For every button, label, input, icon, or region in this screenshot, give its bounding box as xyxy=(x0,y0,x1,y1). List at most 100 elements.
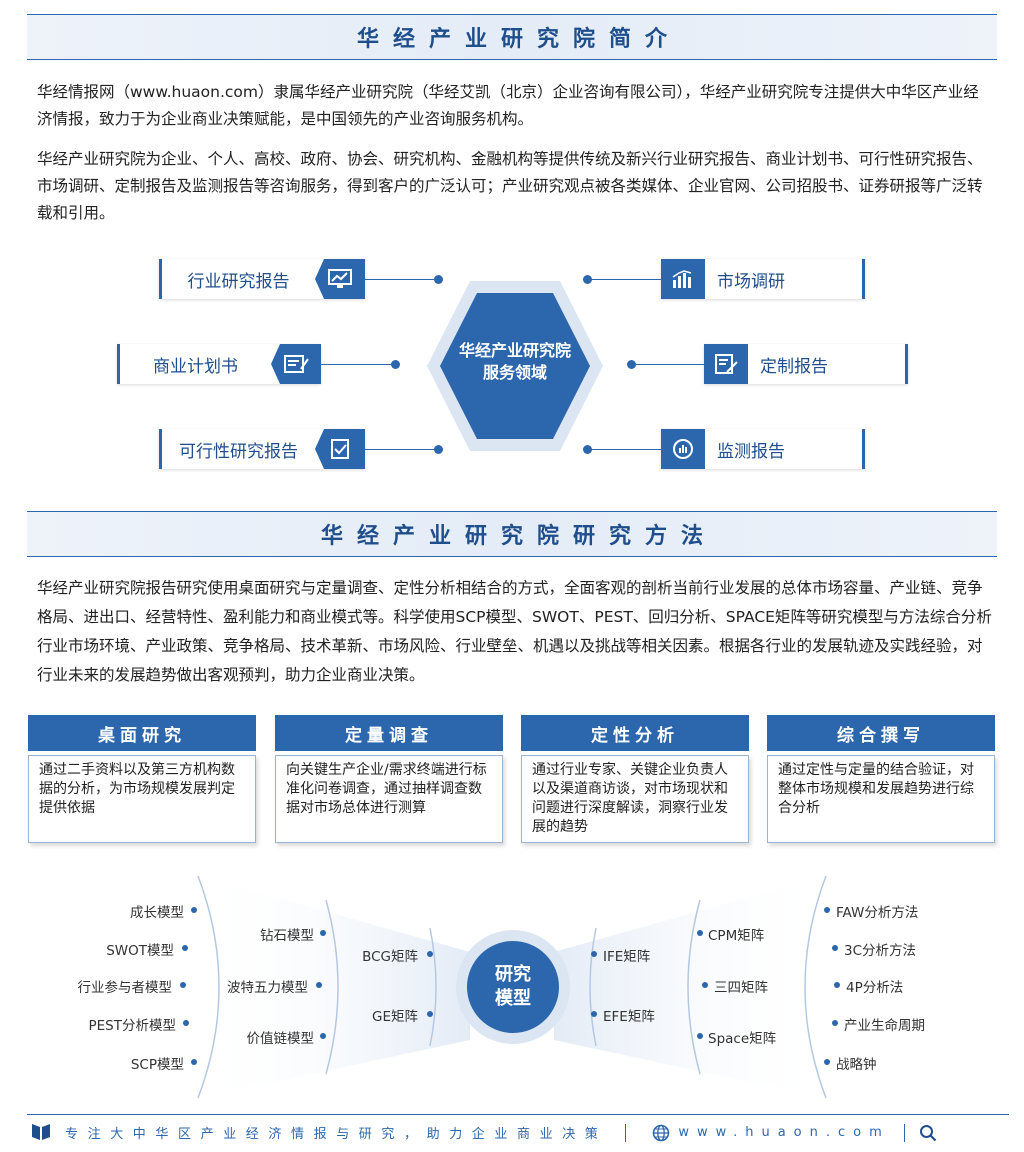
book-logo-icon xyxy=(31,1121,51,1145)
service-business-plan[interactable]: 商业计划书 xyxy=(117,344,321,384)
connector-line xyxy=(321,364,395,365)
methods-title: 华经产业研究院研究方法 xyxy=(320,524,717,549)
model-dot xyxy=(320,1033,326,1039)
model-dot xyxy=(316,982,322,988)
connector-line xyxy=(365,449,438,450)
model-item: BCG矩阵 xyxy=(362,949,418,965)
model-dot xyxy=(182,945,188,951)
model-item: 钻石模型 xyxy=(260,928,314,944)
connector-dot xyxy=(583,445,592,454)
model-item: 3C分析方法 xyxy=(844,943,917,959)
method-card-synthesis: 综合撰写 通过定性与定量的结合验证，对整体市场规模和发展趋势进行综合分析 xyxy=(767,715,995,843)
models-background xyxy=(197,875,827,1099)
search-icon[interactable] xyxy=(919,1124,937,1142)
gauge-icon xyxy=(661,429,705,469)
globe-icon xyxy=(652,1124,670,1142)
model-dot xyxy=(591,951,597,957)
service-center-line1: 华经产业研究院 xyxy=(458,341,571,360)
service-label: 商业计划书 xyxy=(153,356,238,377)
service-label: 监测报告 xyxy=(717,441,785,462)
service-label: 可行性研究报告 xyxy=(179,441,298,462)
connector-dot xyxy=(434,275,443,284)
model-item: 三四矩阵 xyxy=(714,980,768,996)
intro-paragraph-1: 华经情报网（www.huaon.com）隶属华经产业研究院（华经艾凯（北京）企业… xyxy=(37,83,979,128)
model-dot xyxy=(183,1020,189,1026)
model-item: 价值链模型 xyxy=(246,1031,315,1047)
service-market-research[interactable]: 市场调研 xyxy=(661,259,865,299)
model-dot xyxy=(832,1020,838,1026)
form-pen-icon xyxy=(271,344,321,384)
method-card-title: 定性分析 xyxy=(521,715,749,751)
service-center-line2: 服务领域 xyxy=(482,363,547,382)
connector-line xyxy=(587,279,661,280)
service-industry-report[interactable]: 行业研究报告 xyxy=(159,259,365,299)
model-dot xyxy=(191,907,197,913)
model-item: FAW分析方法 xyxy=(836,905,919,921)
method-card-title: 定量调查 xyxy=(275,715,503,751)
methods-paragraph: 华经产业研究院报告研究使用桌面研究与定量调查、定性分析相结合的方式，全面客观的剖… xyxy=(37,579,992,684)
model-item: EFE矩阵 xyxy=(603,1009,655,1025)
document-edit-icon xyxy=(704,344,748,384)
service-center-label: 华经产业研究院 服务领域 xyxy=(425,340,605,384)
intro-section-header: 华经产业研究院简介 xyxy=(27,14,997,60)
model-item: 产业生命周期 xyxy=(844,1018,925,1034)
bar-chart-icon xyxy=(661,259,705,299)
model-item: SWOT模型 xyxy=(106,943,174,959)
intro-title: 华经产业研究院简介 xyxy=(356,27,681,52)
intro-paragraph-2: 华经产业研究院为企业、个人、高校、政府、协会、研究机构、金融机构等提供传统及新兴… xyxy=(37,150,983,222)
footer-slogan: 专注大中华区产业经济情报与研究，助力企业商业决策 xyxy=(65,1127,608,1142)
footer-website-link[interactable]: www.huaon.com xyxy=(678,1125,890,1140)
method-card-quantitative: 定量调查 向关键生产企业/需求终端进行标准化问卷调查，通过抽样调查数据对市场总体… xyxy=(275,715,503,843)
model-dot xyxy=(191,1059,197,1065)
connector-line xyxy=(631,364,704,365)
model-dot xyxy=(591,1011,597,1017)
connector-dot xyxy=(627,360,636,369)
service-feasibility-report[interactable]: 可行性研究报告 xyxy=(159,429,365,469)
method-card-title: 综合撰写 xyxy=(767,715,995,751)
models-center-label: 研究 模型 xyxy=(463,963,563,1011)
model-item: 成长模型 xyxy=(130,905,184,921)
model-item: PEST分析模型 xyxy=(88,1018,177,1034)
model-item: IFE矩阵 xyxy=(603,949,651,965)
service-label: 市场调研 xyxy=(717,271,785,292)
footer: 专注大中华区产业经济情报与研究，助力企业商业决策 www.huaon.com xyxy=(27,1114,1009,1150)
connector-line xyxy=(365,279,438,280)
model-item: 4P分析法 xyxy=(846,980,904,996)
model-dot xyxy=(427,1011,433,1017)
model-item: CPM矩阵 xyxy=(708,928,765,944)
model-dot xyxy=(697,1033,703,1039)
footer-divider xyxy=(903,1123,905,1142)
model-dot xyxy=(834,982,840,988)
model-dot xyxy=(702,982,708,988)
method-card-body: 通过定性与定量的结合验证，对整体市场规模和发展趋势进行综合分析 xyxy=(767,755,995,843)
connector-dot xyxy=(583,275,592,284)
model-dot xyxy=(180,982,186,988)
model-item: Space矩阵 xyxy=(708,1031,777,1047)
connector-line xyxy=(587,449,661,450)
model-item: 战略钟 xyxy=(836,1057,877,1073)
service-hexagon xyxy=(427,281,603,451)
model-dot xyxy=(832,945,838,951)
method-card-body: 向关键生产企业/需求终端进行标准化问卷调查，通过抽样调查数据对市场总体进行测算 xyxy=(275,755,503,843)
model-item: GE矩阵 xyxy=(372,1009,418,1025)
connector-dot xyxy=(434,445,443,454)
methods-section-header: 华经产业研究院研究方法 xyxy=(27,511,997,557)
model-dot xyxy=(697,930,703,936)
model-item: 行业参与者模型 xyxy=(77,980,173,996)
service-custom-report[interactable]: 定制报告 xyxy=(704,344,908,384)
service-label: 定制报告 xyxy=(760,356,828,377)
document-check-icon xyxy=(315,429,365,469)
model-dot xyxy=(824,1059,830,1065)
footer-divider xyxy=(625,1123,627,1142)
connector-dot xyxy=(391,360,400,369)
models-center-line1: 研究 xyxy=(495,964,531,985)
service-label: 行业研究报告 xyxy=(187,271,290,292)
service-monitoring-report[interactable]: 监测报告 xyxy=(661,429,865,469)
model-dot xyxy=(427,951,433,957)
models-center-line2: 模型 xyxy=(495,988,531,1009)
model-dot xyxy=(824,907,830,913)
method-card-body: 通过行业专家、关键企业负责人以及渠道商访谈，对市场现状和问题进行深度解读，洞察行… xyxy=(521,755,749,843)
model-item: 波特五力模型 xyxy=(227,980,308,996)
method-card-qualitative: 定性分析 通过行业专家、关键企业负责人以及渠道商访谈，对市场现状和问题进行深度解… xyxy=(521,715,749,843)
method-card-body: 通过二手资料以及第三方机构数据的分析，为市场规模发展判定提供依据 xyxy=(28,755,256,843)
